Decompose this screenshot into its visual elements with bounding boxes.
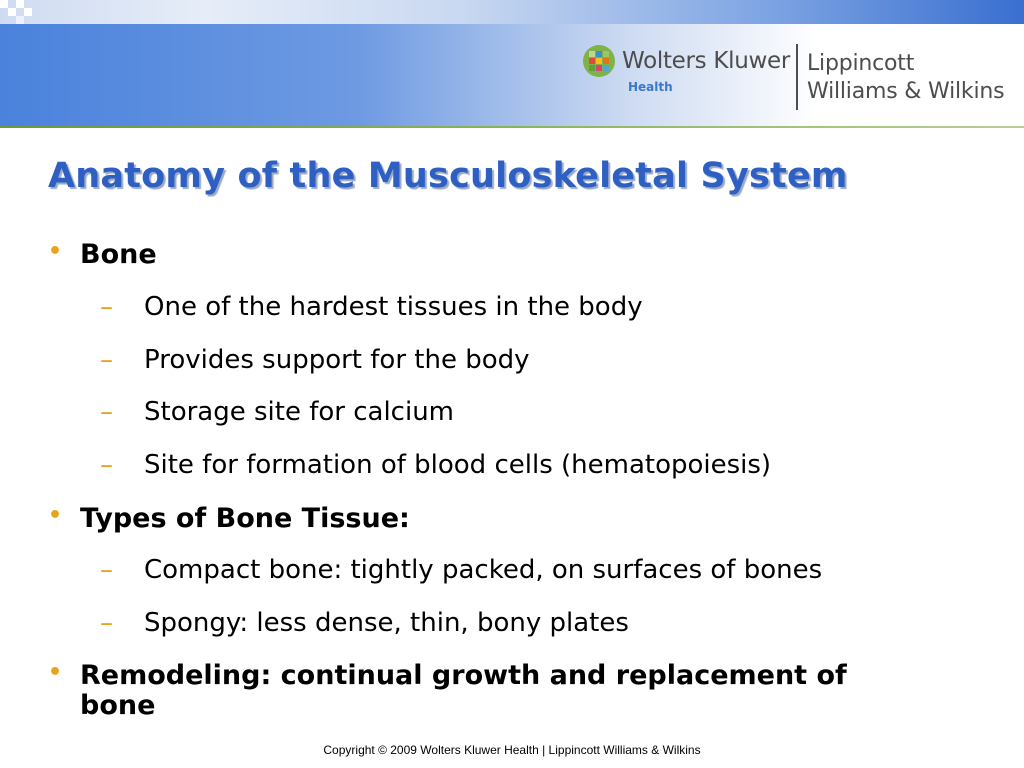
header-rule [0,126,1024,128]
imprint-line-2: Williams & Wilkins [807,79,1005,104]
dash-marker: – [100,450,113,480]
wolters-kluwer-logo-icon [583,45,615,77]
subitem-text: Compact bone: tightly packed, on surface… [144,555,823,585]
company-name: Wolters Kluwer [622,48,791,74]
dash-marker: – [100,555,113,585]
bullet-label-line-1: Remodeling: continual growth and replace… [80,660,847,691]
subitem-text: Storage site for calcium [144,397,455,427]
corner-squares-decoration [0,0,44,24]
bullet-label-line-2: bone [80,690,156,721]
bullet-marker: • [48,239,63,264]
bullet-label: Bone [80,239,157,270]
bullet-marker: • [48,503,63,528]
dash-marker: – [100,292,113,322]
dash-marker: – [100,397,113,427]
copyright-text: Copyright © 2009 Wolters Kluwer Health |… [323,743,701,757]
dash-marker: – [100,608,113,638]
slide-title: Anatomy of the Musculoskeletal System [48,156,848,196]
imprint-line-1: Lippincott [807,51,915,76]
copyright-footer: Copyright © 2009 Wolters Kluwer Health |… [0,743,1024,757]
subitem-text: Site for formation of blood cells (hemat… [144,450,772,480]
bullet-label: Types of Bone Tissue: [80,503,410,534]
subitem-text: One of the hardest tissues in the body [144,292,643,322]
header-top-strip [0,0,1024,24]
logo-divider [796,44,798,110]
dash-marker: – [100,345,113,375]
subitem-text: Provides support for the body [144,345,530,375]
bullet-marker: • [48,660,63,685]
subitem-text: Spongy: less dense, thin, bony plates [144,608,629,638]
division-name: Health [628,80,673,94]
publisher-logo: Wolters Kluwer Health Lippincott William… [578,40,1024,114]
